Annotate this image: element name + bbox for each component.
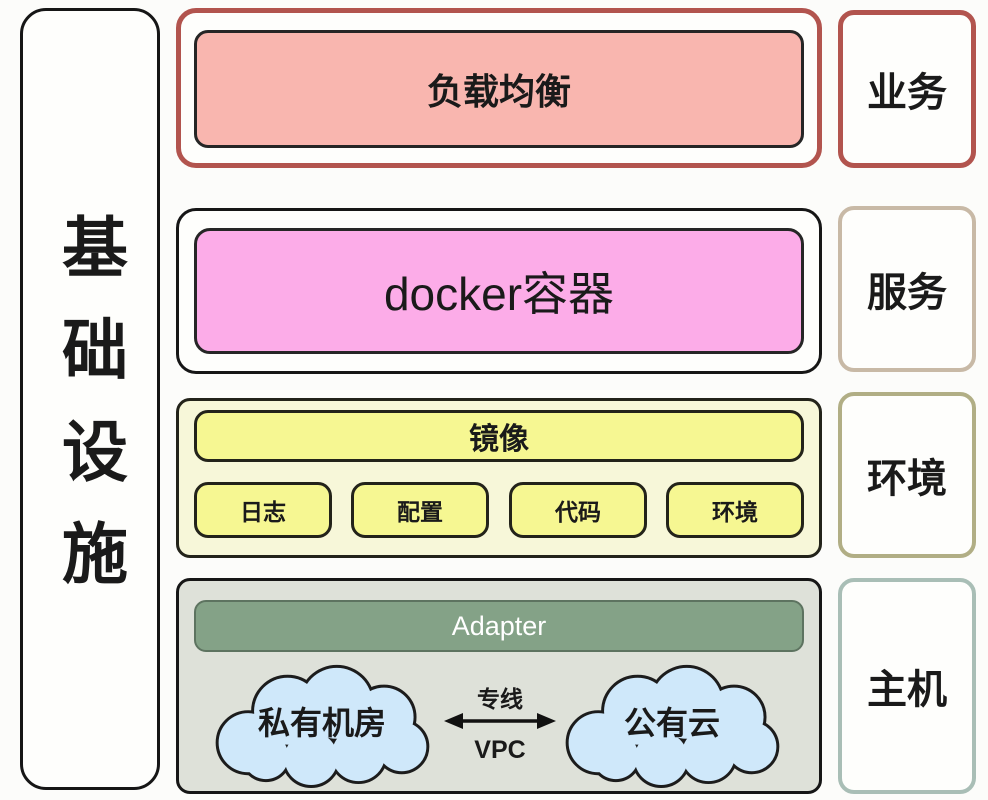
cloud-icon	[215, 664, 430, 788]
logs-box: 日志	[194, 482, 332, 538]
double-arrow-icon	[444, 713, 556, 729]
infrastructure-panel: 基础设施	[20, 8, 160, 790]
load-balancer-box: 负载均衡	[194, 30, 804, 148]
service-label-box: 服务	[838, 206, 976, 372]
business-label-box: 业务	[838, 10, 976, 168]
dedicated-line-label: 专线	[477, 686, 523, 712]
environment-label-box: 环境	[838, 392, 976, 558]
infrastructure-title: 基础设施	[53, 213, 127, 621]
env-box: 环境	[666, 482, 804, 538]
docker-container-box: docker容器	[194, 228, 804, 354]
code-box: 代码	[509, 482, 647, 538]
vpc-label: VPC	[474, 736, 526, 764]
private-datacenter-cloud: 私有机房	[198, 660, 446, 788]
adapter-bar: Adapter	[194, 600, 804, 652]
public-cloud-label: 公有云	[623, 705, 720, 741]
host-label-box: 主机	[838, 578, 976, 794]
image-box: 镜像	[194, 410, 804, 462]
private-datacenter-label: 私有机房	[257, 705, 386, 741]
public-cloud: 公有云	[548, 660, 796, 788]
config-box: 配置	[351, 482, 489, 538]
cloud-icon	[565, 664, 780, 788]
